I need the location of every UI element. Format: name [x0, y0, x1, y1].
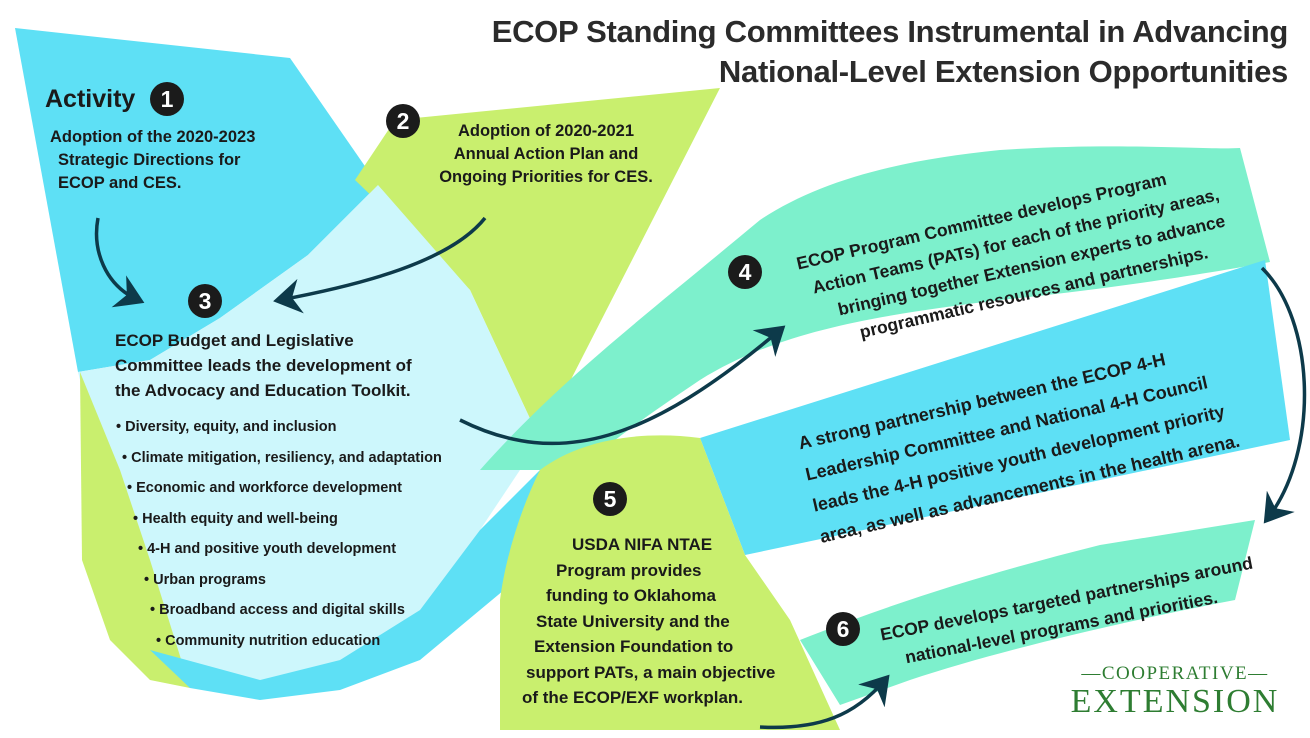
- arrow-5-to-6: [759, 674, 890, 730]
- step3-badge: 3: [188, 284, 222, 318]
- step4-badge: 4: [728, 255, 762, 289]
- priority-item: • Community nutrition education: [156, 632, 381, 649]
- title-line1: ECOP Standing Committees Instrumental in…: [491, 14, 1289, 49]
- step5-line: USDA NIFA NTAE: [572, 535, 713, 554]
- partnership-shape: [700, 260, 1290, 555]
- step2-badge: 2: [386, 104, 420, 138]
- step2-line: Adoption of 2020-2021: [457, 122, 635, 140]
- logo-top: —COOPERATIVE—: [1081, 663, 1269, 684]
- step6-badge: 6: [826, 612, 860, 646]
- step1-badge: 1: [150, 82, 184, 116]
- priority-item: • Health equity and well-being: [133, 510, 338, 527]
- step1-line: Adoption of the 2020-2023: [50, 128, 256, 146]
- step3-text: ECOP Budget and Legislative Committee le…: [115, 328, 412, 403]
- step5-badge: 5: [593, 482, 627, 516]
- priority-item: • Climate mitigation, resiliency, and ad…: [122, 449, 442, 466]
- priority-item: • Urban programs: [144, 571, 266, 588]
- step1-shape: [15, 28, 378, 372]
- priority-item: • Broadband access and digital skills: [150, 602, 405, 618]
- logo-bottom: EXTENSION: [1070, 683, 1280, 720]
- step2-line: Annual Action Plan and: [453, 145, 639, 163]
- arrow-1-to-3: [94, 217, 145, 308]
- step1-line: Strategic Directions for: [58, 151, 241, 169]
- step2-text: Adoption of 2020-2021 Annual Action Plan…: [406, 120, 686, 189]
- step5-line: of the ECOP/EXF workplan.: [522, 688, 744, 707]
- step5-line: Program provides: [556, 560, 702, 580]
- activity-label: Activity: [45, 85, 136, 113]
- step2-shape: [355, 88, 720, 440]
- step2-line: Ongoing Priorities for CES.: [439, 168, 653, 186]
- step5-shape: [500, 435, 840, 730]
- step3-line: ECOP Budget and Legislative: [115, 331, 354, 350]
- left-green-shape: [80, 372, 190, 688]
- step6-shape: [800, 520, 1255, 705]
- step5-line: funding to Oklahoma: [546, 586, 716, 605]
- arrow-3-to-4: [459, 325, 786, 446]
- step5-line: support PATs, a main objective: [526, 662, 776, 682]
- priority-item: • 4-H and positive youth development: [138, 541, 397, 557]
- priority-list: • Diversity, equity, and inclusion • Cli…: [116, 417, 442, 661]
- priority-item: • Diversity, equity, and inclusion: [116, 419, 337, 435]
- page-title: ECOP Standing Committees Instrumental in…: [491, 12, 1289, 92]
- step5-line: State University and the: [536, 611, 730, 631]
- step4-shape: [480, 146, 1270, 470]
- step3-shape: [78, 185, 540, 688]
- step5-text: USDA NIFA NTAE Program provides funding …: [520, 532, 810, 711]
- step5-line: Extension Foundation to: [534, 637, 734, 656]
- cooperative-extension-logo: —COOPERATIVE— EXTENSION: [1060, 664, 1290, 720]
- priority-item: • Economic and workforce development: [127, 480, 402, 496]
- step1-line: ECOP and CES.: [58, 174, 182, 192]
- arrow-4-to-6: [1260, 266, 1307, 524]
- arrow-2-to-3: [273, 216, 487, 314]
- step1-text: Adoption of the 2020-2023 Strategic Dire…: [50, 126, 255, 195]
- title-line2: National-Level Extension Opportunities: [718, 54, 1288, 89]
- step3-line: the Advocacy and Education Toolkit.: [115, 381, 411, 400]
- step3-line: Committee leads the development of: [115, 356, 412, 375]
